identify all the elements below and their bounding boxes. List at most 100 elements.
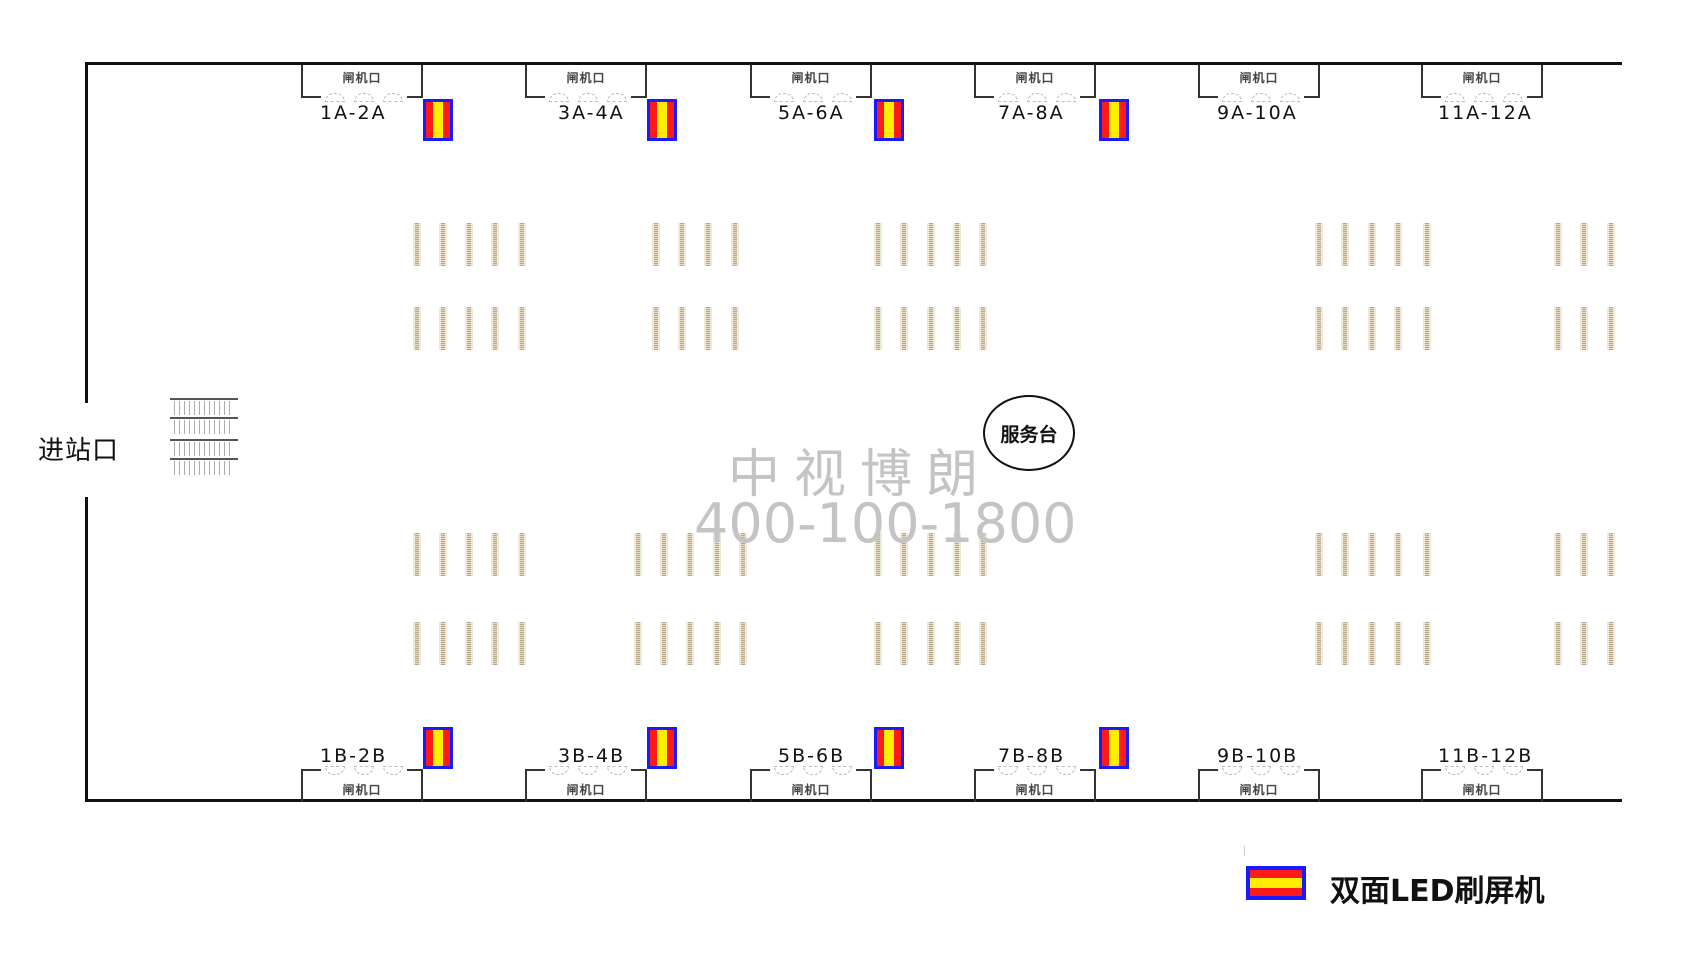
bench-icon	[1396, 533, 1400, 576]
bench-icon	[1317, 622, 1321, 665]
turnstile-icon	[321, 91, 407, 103]
stairs-icon	[170, 398, 238, 478]
entrance-label: 进站口	[38, 436, 120, 466]
turnstile-icon	[1218, 91, 1304, 103]
bench-icon	[929, 533, 933, 576]
gate-label: 闸机口	[566, 71, 606, 85]
bench-icon	[1343, 622, 1347, 665]
bench-icon	[876, 533, 880, 576]
bench-icon	[706, 223, 710, 266]
bench-icon	[1396, 622, 1400, 665]
bench-icon	[1343, 533, 1347, 576]
turnstile-icon	[994, 764, 1080, 776]
service-desk: 服务台	[983, 395, 1075, 471]
gate-code: 11B-12B	[1438, 745, 1534, 767]
bench-icon	[1609, 307, 1613, 350]
bench-icon	[902, 223, 906, 266]
bench-icon	[1556, 533, 1560, 576]
bench-icon	[1425, 223, 1429, 266]
bench-icon	[415, 223, 419, 266]
bench-icon	[1370, 622, 1374, 665]
led-screen-icon	[423, 727, 453, 769]
left-wall-upper	[85, 62, 88, 403]
gate-code: 7A-8A	[998, 102, 1065, 124]
gate-code: 9B-10B	[1217, 745, 1299, 767]
gate-label: 闸机口	[342, 783, 382, 797]
bench-icon	[680, 307, 684, 350]
bench-icon	[706, 307, 710, 350]
bench-icon	[654, 307, 658, 350]
turnstile-icon	[770, 91, 856, 103]
gate-code: 1B-2B	[320, 745, 388, 767]
led-legend-icon	[1246, 866, 1306, 900]
bench-icon	[441, 307, 445, 350]
bench-icon	[415, 533, 419, 576]
bench-icon	[636, 622, 640, 665]
bench-icon	[741, 533, 745, 576]
gate-1B-2B: 闸机口	[301, 764, 423, 802]
bench-icon	[981, 307, 985, 350]
bench-icon	[680, 223, 684, 266]
bench-icon	[1425, 533, 1429, 576]
bench-icon	[1317, 223, 1321, 266]
gate-code: 7B-8B	[998, 745, 1066, 767]
gate-3B-4B: 闸机口	[525, 764, 647, 802]
bench-icon	[520, 622, 524, 665]
watermark-brand: 中视博朗	[728, 445, 993, 505]
gate-label: 闸机口	[1015, 71, 1055, 85]
bench-icon	[876, 223, 880, 266]
bench-icon	[1370, 307, 1374, 350]
bench-icon	[1425, 307, 1429, 350]
gate-5A-6A: 闸机口	[750, 65, 872, 103]
gate-code: 1A-2A	[320, 102, 387, 124]
bench-icon	[1582, 533, 1586, 576]
bench-icon	[441, 622, 445, 665]
turnstile-icon	[770, 764, 856, 776]
bench-icon	[1582, 223, 1586, 266]
bench-icon	[1609, 533, 1613, 576]
gate-code: 11A-12A	[1438, 102, 1533, 124]
bench-icon	[1556, 622, 1560, 665]
turnstile-icon	[1218, 764, 1304, 776]
led-screen-icon	[647, 99, 677, 141]
gate-label: 闸机口	[566, 783, 606, 797]
gate-label: 闸机口	[1239, 783, 1279, 797]
bench-icon	[715, 533, 719, 576]
bench-icon	[929, 622, 933, 665]
bench-icon	[955, 307, 959, 350]
bench-icon	[467, 622, 471, 665]
gate-11B-12B: 闸机口	[1421, 764, 1543, 802]
bench-icon	[1317, 307, 1321, 350]
turnstile-icon	[545, 764, 631, 776]
gate-code: 3B-4B	[558, 745, 626, 767]
gate-7B-8B: 闸机口	[974, 764, 1096, 802]
bench-icon	[929, 307, 933, 350]
gate-code: 3A-4A	[558, 102, 625, 124]
bench-icon	[520, 533, 524, 576]
top-wall	[85, 62, 1622, 65]
bench-icon	[662, 533, 666, 576]
gate-label: 闸机口	[342, 71, 382, 85]
bench-icon	[520, 223, 524, 266]
turnstile-icon	[1441, 764, 1527, 776]
legend-label: 双面LED刷屏机	[1330, 874, 1545, 909]
bench-icon	[1556, 307, 1560, 350]
bench-icon	[520, 307, 524, 350]
gate-label: 闸机口	[1462, 783, 1502, 797]
bench-icon	[467, 533, 471, 576]
bench-icon	[1343, 223, 1347, 266]
turnstile-icon	[994, 91, 1080, 103]
gate-label: 闸机口	[791, 71, 831, 85]
bench-icon	[715, 622, 719, 665]
bench-icon	[1370, 223, 1374, 266]
gate-code: 5B-6B	[778, 745, 846, 767]
gate-5B-6B: 闸机口	[750, 764, 872, 802]
bench-icon	[467, 223, 471, 266]
bench-icon	[467, 307, 471, 350]
led-screen-icon	[647, 727, 677, 769]
bench-icon	[415, 307, 419, 350]
led-screen-icon	[423, 99, 453, 141]
gate-label: 闸机口	[1462, 71, 1502, 85]
bench-icon	[662, 622, 666, 665]
bench-icon	[688, 622, 692, 665]
